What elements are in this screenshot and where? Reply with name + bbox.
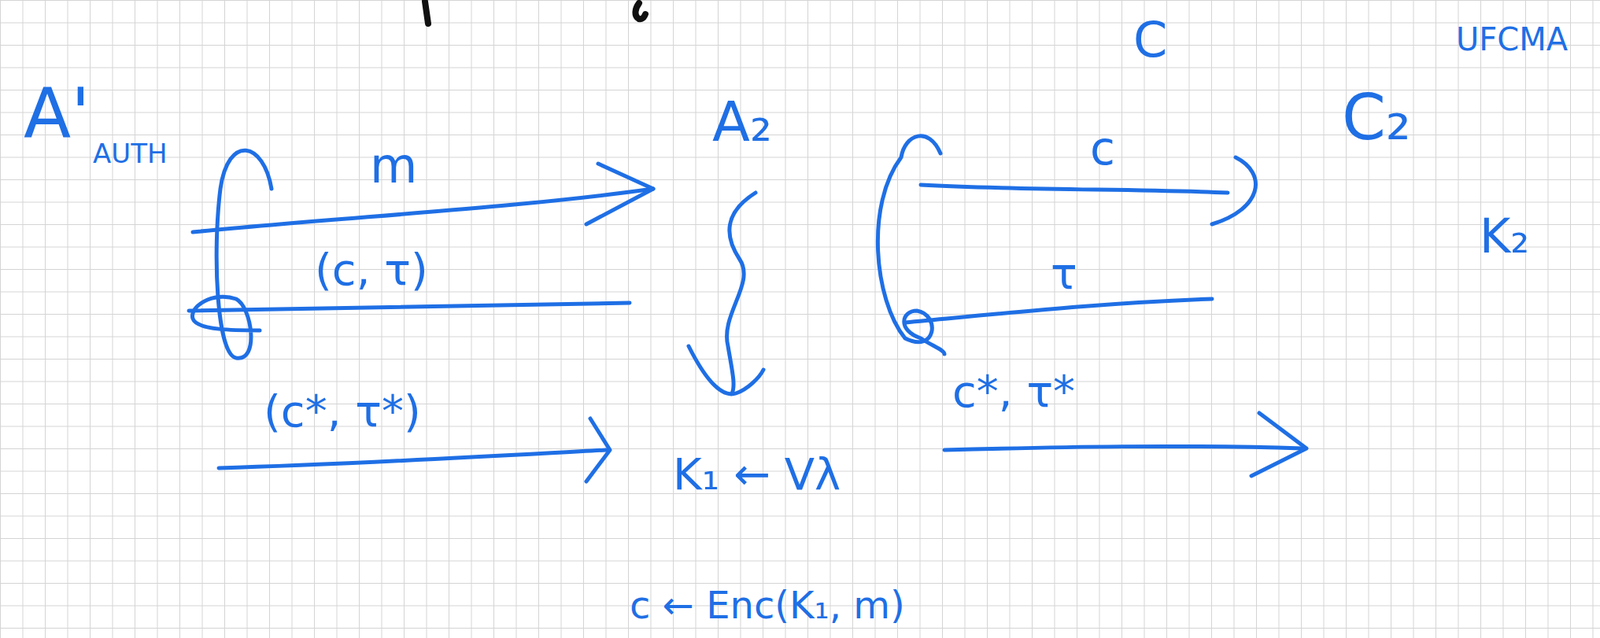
handwritten-label: c*, τ* [952, 369, 1076, 414]
forgery-arrow [944, 446, 1303, 451]
reply-line [188, 303, 630, 311]
handwritten-label: C [1133, 15, 1168, 65]
arrow-head [586, 418, 610, 482]
handwritten-label: K₁ ← Vλ [672, 452, 841, 497]
handwritten-label: (c*, τ*) [263, 389, 422, 434]
query-arrow [920, 184, 1228, 193]
forgery-arrow [218, 450, 607, 469]
handwritten-label: τ [1050, 251, 1078, 296]
reply-line [905, 299, 1213, 323]
cut-off-mark [424, 1, 429, 24]
handwritten-label: AUTH [92, 140, 167, 167]
handwritten-label: C₂ [1341, 86, 1412, 150]
squiggle [727, 192, 756, 394]
handwritten-label: m [369, 141, 418, 191]
cut-off-mark [635, 3, 646, 19]
loop-curve [192, 150, 272, 359]
handwritten-label: c [1090, 125, 1116, 172]
handwritten-label: c ← Enc(K₁, m) [629, 586, 906, 625]
handwritten-label: K₂ [1479, 212, 1530, 260]
arrow-head [586, 163, 654, 225]
handwritten-label: UFCMA [1455, 23, 1568, 56]
message-arrow [192, 188, 654, 233]
arrow-head [1251, 413, 1307, 477]
handwritten-label: A₂ [712, 94, 773, 150]
arrow-head [1212, 157, 1256, 225]
handwritten-label: (c, τ) [314, 247, 429, 292]
handwritten-label: A' [23, 78, 90, 148]
arrow-head [688, 346, 764, 395]
